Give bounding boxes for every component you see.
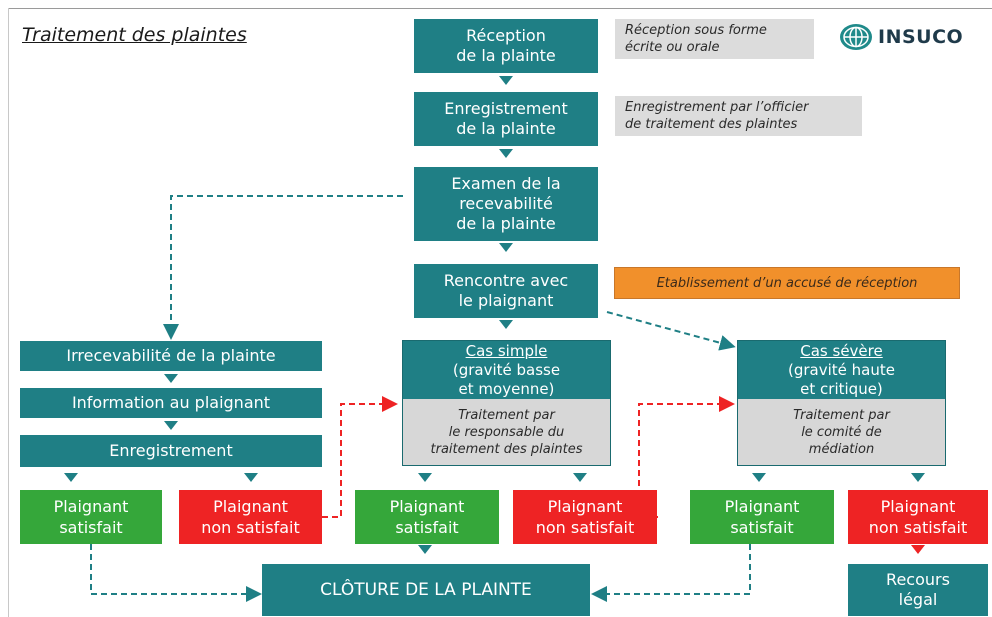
note-enregistrement: Enregistrement par l’officier de traitem… <box>615 96 862 136</box>
cas-simple-treatment: Traitement par le responsable du traitem… <box>403 399 610 465</box>
step-information-plaignant: Information au plaignant <box>20 388 322 418</box>
step-enregistrement-irrecevable: Enregistrement <box>20 435 322 467</box>
cas-simple-title: Cas simple <box>465 341 548 360</box>
step-examen: Examen de la recevabilité de la plainte <box>414 167 598 241</box>
frame-top-border <box>8 8 992 9</box>
note-accuse-reception: Etablissement d’un accusé de réception <box>614 267 960 299</box>
dashed-teal-arrows <box>90 195 751 602</box>
dashed-red-arrows <box>322 396 735 518</box>
cas-simple-box: Cas simple (gravité basse et moyenne) Tr… <box>402 340 611 466</box>
insuco-logo: INSUCO <box>838 22 963 52</box>
outcome-non-satisfait-simple: Plaignant non satisfait <box>513 490 657 544</box>
note-reception: Réception sous forme écrite ou orale <box>615 19 814 59</box>
step-rencontre: Rencontre avec le plaignant <box>414 264 598 318</box>
cas-severe-title: Cas sévère <box>800 341 883 360</box>
step-recours-legal: Recours légal <box>848 564 988 616</box>
logo-text: INSUCO <box>878 26 964 48</box>
frame-left-border <box>8 8 9 617</box>
step-enregistrement: Enregistrement de la plainte <box>414 92 598 146</box>
cas-severe-subtitle: (gravité haute et critique) <box>788 360 895 398</box>
step-cloture: CLÔTURE DE LA PLAINTE <box>262 564 590 616</box>
outcome-non-satisfait-irrecevable: Plaignant non satisfait <box>179 490 322 544</box>
globe-icon <box>840 24 872 50</box>
outcome-satisfait-severe: Plaignant satisfait <box>690 490 834 544</box>
outcome-non-satisfait-severe: Plaignant non satisfait <box>848 490 988 544</box>
cas-severe-treatment: Traitement par le comité de médiation <box>738 399 945 465</box>
solid-arrows <box>64 76 925 554</box>
step-irrecevabilite: Irrecevabilité de la plainte <box>20 341 322 371</box>
diagram-title: Traitement des plaintes <box>22 24 247 46</box>
outcome-satisfait-irrecevable: Plaignant satisfait <box>20 490 162 544</box>
cas-simple-subtitle: (gravité basse et moyenne) <box>452 360 561 398</box>
step-reception: Réception de la plainte <box>414 19 598 73</box>
cas-severe-box: Cas sévère (gravité haute et critique) T… <box>737 340 946 466</box>
outcome-satisfait-simple: Plaignant satisfait <box>355 490 499 544</box>
